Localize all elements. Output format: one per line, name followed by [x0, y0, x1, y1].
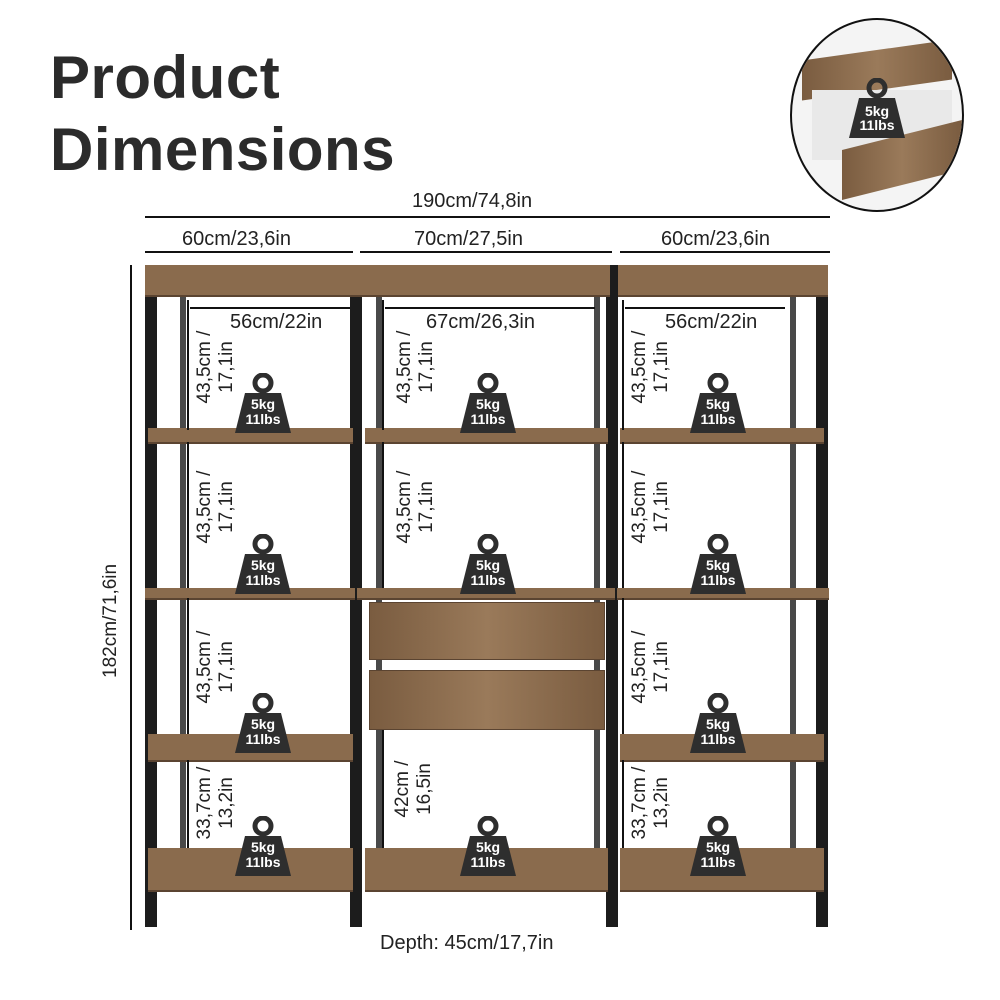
weight-kg-label: 5kg	[475, 839, 501, 855]
gap-label-l2: 43,5cm / 17,1in	[194, 470, 237, 544]
drawer-detail-inset: 5kg 11lbs	[790, 18, 964, 212]
gap-line-r2	[622, 442, 624, 588]
gap-label-r4: 33,7cm / 13,2in	[629, 766, 672, 840]
depth-label: Depth: 45cm/17,7in	[380, 932, 554, 954]
total-width-line	[145, 216, 830, 218]
gap-label-c2: 43,5cm / 17,1in	[394, 470, 437, 544]
left-width-label: 60cm/23,6in	[182, 228, 291, 250]
gap-line-c2	[382, 442, 384, 588]
gap-line-c1	[382, 300, 384, 430]
gap-line-l1	[187, 300, 189, 430]
center-inner-label: 67cm/26,3in	[426, 311, 535, 333]
gap-label-l3: 43,5cm / 17,1in	[194, 630, 237, 704]
right-inner-line	[625, 307, 785, 309]
weight-kg-label: 5kg	[705, 396, 731, 412]
right-width-line	[620, 251, 830, 253]
top-board-center	[360, 265, 610, 295]
left-width-line	[145, 251, 353, 253]
gap-line-r1	[622, 300, 624, 430]
top-board-left	[145, 265, 360, 295]
gap-line-r4	[622, 760, 624, 848]
top-board-right	[618, 265, 828, 295]
height-label: 182cm/71,6in	[100, 563, 121, 678]
weight-kg-label: 5kg	[705, 557, 731, 573]
gap-label-l4: 33,7cm / 13,2in	[194, 766, 237, 840]
gap-line-l3	[187, 598, 189, 734]
weight-kg-label: 5kg	[475, 557, 501, 573]
center-width-label: 70cm/27,5in	[414, 228, 523, 250]
right-width-label: 60cm/23,6in	[661, 228, 770, 250]
center-inner-line	[385, 307, 595, 309]
weight-lbs-label: 11lbs	[700, 411, 736, 427]
shelf-center-1	[365, 428, 608, 442]
weight-lbs-label: 11lbs	[245, 572, 281, 588]
weight-kg-label: 5kg	[250, 396, 276, 412]
gap-label-l1: 43,5cm / 17,1in	[194, 330, 237, 404]
total-width-label: 190cm/74,8in	[412, 190, 533, 212]
weight-lbs-label: 11lbs	[245, 731, 281, 747]
gap-label-r2: 43,5cm / 17,1in	[629, 470, 672, 544]
weight-kg-label: 5kg	[475, 396, 501, 412]
weight-kg-label: 5kg	[250, 839, 276, 855]
center-width-line	[360, 251, 612, 253]
weight-lbs-label: 11lbs	[700, 854, 736, 870]
shelf-left-1	[148, 428, 353, 442]
weight-lbs-label: 11lbs	[470, 572, 506, 588]
weight-lbs-label: 11lbs	[470, 854, 506, 870]
shelf-right-1	[620, 428, 824, 442]
title-line-1: Product	[50, 44, 281, 111]
right-inner-label: 56cm/22in	[665, 311, 758, 333]
weight-lbs-label: 11lbs	[700, 731, 736, 747]
gap-label-c4: 42cm / 16,5in	[392, 760, 435, 818]
post-2	[350, 265, 362, 927]
gap-label-c1: 43,5cm / 17,1in	[394, 330, 437, 404]
weight-kg-label: 5kg	[705, 716, 731, 732]
weight-kg-label: 5kg	[250, 557, 276, 573]
gap-line-l2	[187, 442, 189, 588]
weight-lbs-label: 11lbs	[245, 411, 281, 427]
weight-lbs-label: 11lbs	[245, 854, 281, 870]
weight-lbs-label: 11lbs	[470, 411, 506, 427]
gap-line-c4	[382, 730, 384, 848]
gap-line-r3	[622, 598, 624, 734]
page-title: Product Dimensions	[50, 42, 395, 186]
weight-lbs-label: 11lbs	[700, 572, 736, 588]
weight-kg-label: 5kg	[250, 716, 276, 732]
inset-weight-icon: 5kg 11lbs	[847, 78, 907, 140]
gap-label-r3: 43,5cm / 17,1in	[629, 630, 672, 704]
title-line-2: Dimensions	[50, 116, 396, 183]
gap-line-l4	[187, 760, 189, 848]
drawer-2	[369, 670, 605, 730]
drawer-1	[369, 602, 605, 660]
left-inner-line	[190, 307, 350, 309]
height-line	[130, 265, 132, 930]
left-inner-label: 56cm/22in	[230, 311, 323, 333]
weight-kg-label: 5kg	[705, 839, 731, 855]
gap-label-r1: 43,5cm / 17,1in	[629, 330, 672, 404]
